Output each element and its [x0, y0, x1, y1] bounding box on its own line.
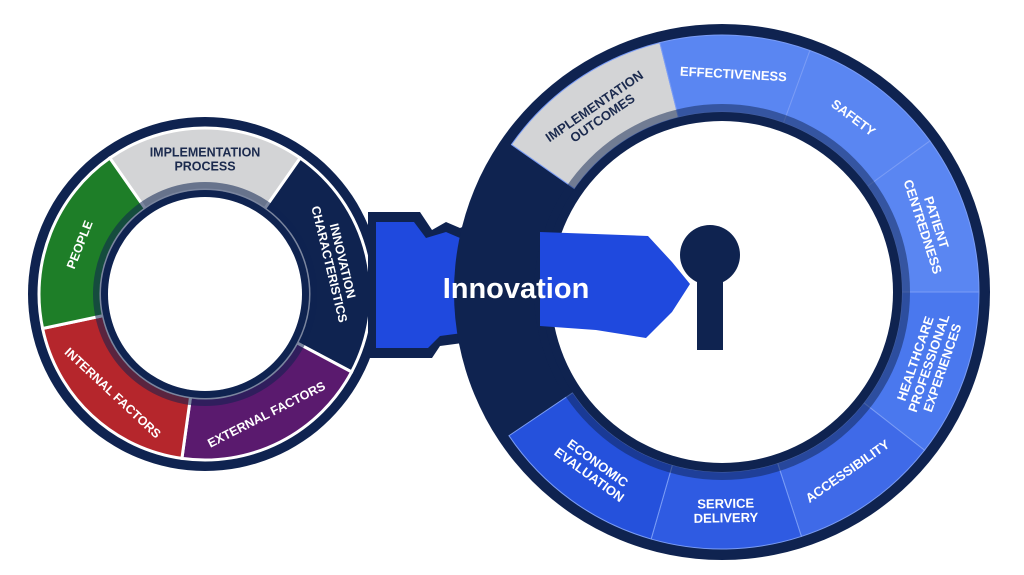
segment-label-effectiveness: EFFECTIVENESS [680, 64, 788, 85]
keyhole-circle [680, 225, 740, 285]
key-label: Innovation [443, 273, 590, 305]
keyhole-slot [697, 262, 723, 350]
segment-label-service-delivery: SERVICEDELIVERY [693, 495, 758, 525]
key-tip [540, 232, 690, 338]
right-ring-segments: IMPLEMENTATIONOUTCOMESEFFECTIVENESSSAFET… [508, 34, 980, 550]
left-ring-hole [108, 197, 302, 391]
keyhole-icon [680, 225, 740, 350]
